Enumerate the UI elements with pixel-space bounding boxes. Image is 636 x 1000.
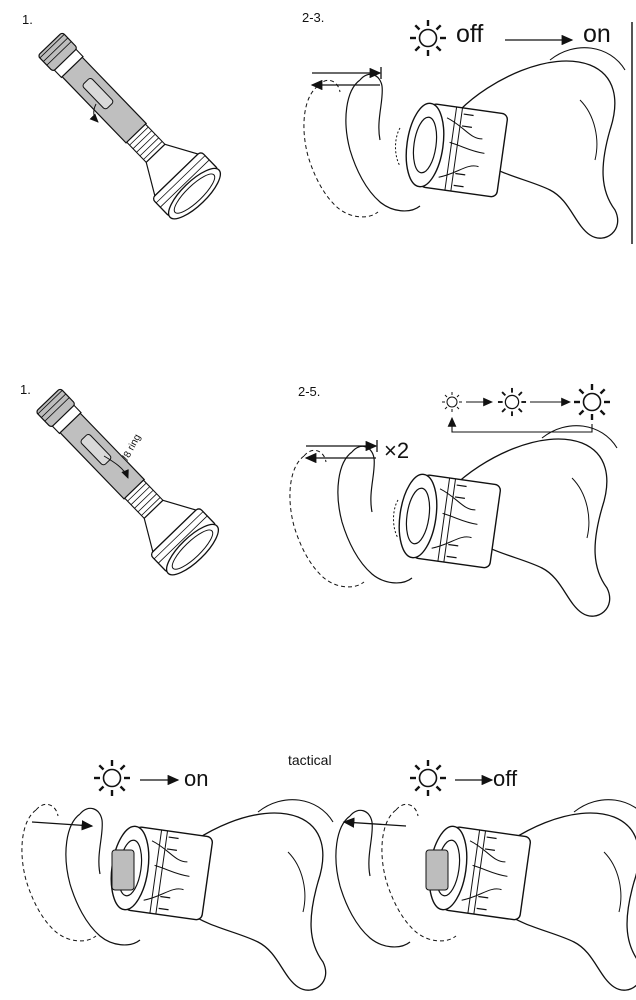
step-label-1: 1. — [22, 12, 33, 27]
flashlight-icon — [24, 19, 228, 227]
mode-cycle-diagram — [441, 382, 612, 433]
tactical-on-label: on — [184, 766, 209, 791]
page-edge-bar — [631, 22, 633, 244]
step-label-2-3: 2-3. — [302, 10, 325, 25]
step-label-1b: 1. — [20, 382, 31, 397]
step-label-2-5: 2-5. — [298, 384, 321, 399]
tactical-title: tactical — [288, 752, 332, 768]
repeat-count-label: ×2 — [384, 438, 410, 463]
tactical-push-arrow — [31, 820, 94, 831]
off-label: off — [456, 20, 484, 48]
sun-icon — [408, 18, 448, 58]
rotate-arrow-icon-2 — [103, 455, 129, 479]
tactical-release-arrow — [342, 817, 407, 828]
tactical-off-label: off — [493, 766, 518, 791]
rotate-arrow-icon — [89, 103, 99, 123]
flashlight-icon-2 — [22, 375, 226, 583]
on-label: on — [583, 20, 611, 48]
